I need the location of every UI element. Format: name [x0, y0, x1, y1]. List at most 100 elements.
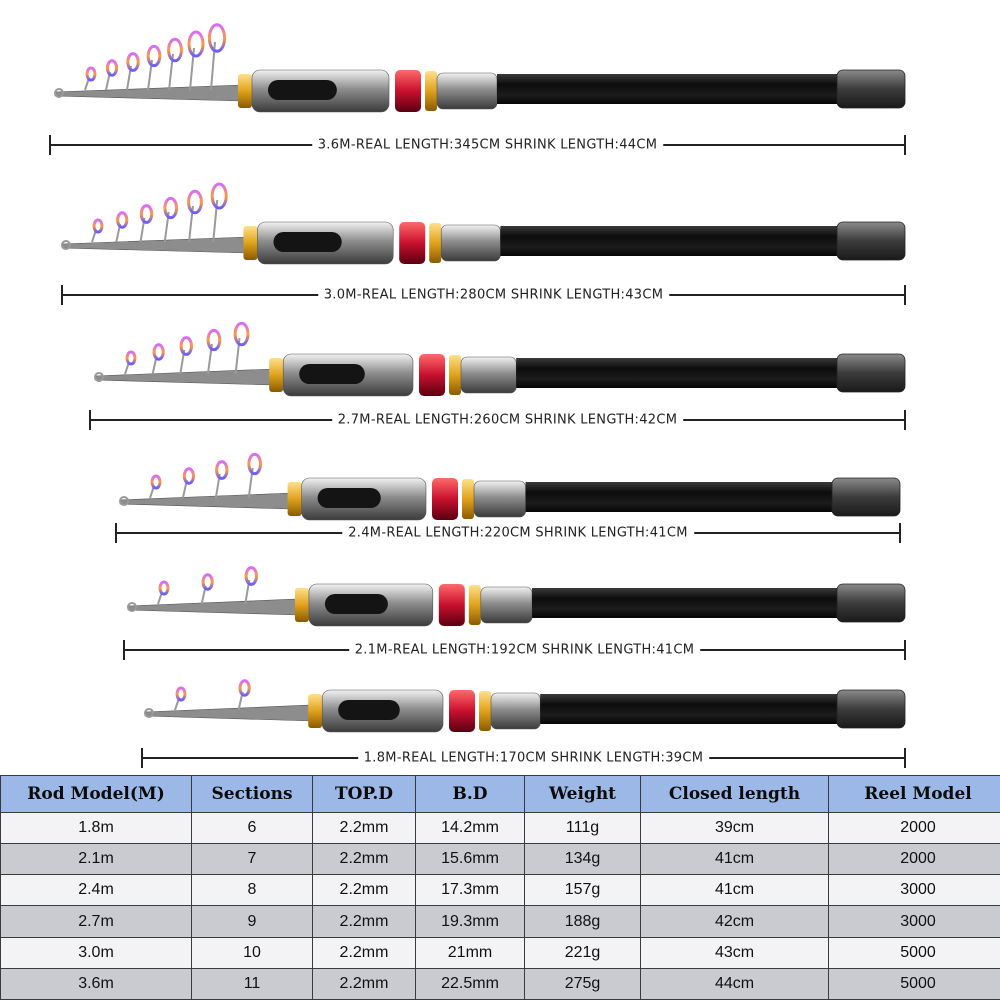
grip-insert — [338, 700, 400, 720]
gold-ring — [294, 588, 309, 622]
reel-seat — [419, 354, 445, 396]
tip-sections — [144, 704, 313, 722]
cell-top-d: 2.2mm — [312, 936, 416, 969]
cell-rod-model: 2.7m — [0, 905, 192, 938]
line-guide-icon — [207, 23, 227, 53]
table-header-row: Rod Model(M) Sections TOP.D B.D Weight C… — [0, 775, 1000, 813]
gold-ring — [468, 585, 481, 625]
butt-cap — [836, 221, 906, 261]
tip-guide-icon — [94, 372, 104, 382]
cell-b-d: 14.2mm — [415, 811, 525, 845]
cell-weight: 134g — [524, 843, 641, 876]
cell-rod-model: 1.8m — [0, 811, 192, 845]
cell-rod-model: 3.6m — [0, 967, 192, 1000]
cell-sections: 6 — [191, 811, 313, 845]
tip-sections — [94, 368, 274, 386]
cell-closed-length: 42cm — [640, 905, 829, 938]
cell-weight: 221g — [524, 936, 641, 969]
line-guide-icon — [210, 182, 228, 210]
cell-top-d: 2.2mm — [312, 811, 416, 845]
butt-cap — [836, 69, 906, 109]
cell-top-d: 2.2mm — [312, 843, 416, 876]
line-guide-icon — [238, 679, 251, 697]
cell-top-d: 2.2mm — [312, 874, 416, 907]
butt-cap — [836, 353, 906, 393]
gold-ring — [429, 223, 442, 263]
header-b-d: B.D — [415, 775, 525, 813]
line-guide-icon — [206, 328, 222, 352]
cell-weight: 111g — [524, 811, 641, 845]
header-reel-model: Reel Model — [828, 775, 1000, 813]
rod-caption-2-4m: 2.4M-REAL LENGTH:220CM SHRINK LENGTH:41C… — [342, 525, 694, 541]
cell-b-d: 17.3mm — [415, 874, 525, 907]
cell-weight: 188g — [524, 905, 641, 938]
butt-cap — [831, 477, 901, 517]
rod-caption-3-0m: 3.0M-REAL LENGTH:280CM SHRINK LENGTH:43C… — [317, 287, 670, 303]
gold-ring — [479, 691, 491, 731]
cell-b-d: 21mm — [415, 936, 525, 969]
line-guide-icon — [187, 30, 205, 58]
cell-closed-length: 41cm — [640, 874, 829, 907]
line-guide-icon — [152, 343, 165, 361]
gold-ring — [308, 694, 323, 728]
tip-guide-icon — [144, 708, 154, 718]
table-row: 1.8m 6 2.2mm 14.2mm 111g 39cm 2000 — [0, 811, 1000, 845]
line-guide-icon — [179, 336, 193, 356]
butt-cap — [836, 583, 906, 623]
line-guide-icon — [201, 573, 214, 591]
tip-sections — [61, 236, 248, 254]
line-guide-icon — [150, 474, 162, 490]
rod-2-1m — [123, 566, 906, 660]
grip-insert — [299, 364, 365, 384]
line-guide-icon — [163, 196, 179, 220]
cell-closed-length: 41cm — [640, 843, 829, 876]
carbon-blank — [540, 694, 837, 724]
line-guide-icon — [187, 189, 203, 215]
tip-guide-icon — [54, 88, 64, 98]
line-guide-icon — [139, 204, 154, 224]
line-guide-icon — [175, 686, 187, 702]
cell-closed-length: 43cm — [640, 936, 829, 969]
grip-insert — [317, 488, 381, 508]
carbon-blank — [525, 482, 832, 512]
cell-reel-model: 5000 — [828, 936, 1000, 969]
table-row: 2.1m 7 2.2mm 15.6mm 134g 41cm 2000 — [0, 843, 1000, 876]
cell-reel-model: 5000 — [828, 967, 1000, 1000]
rod-illustrations: 3.6M-REAL LENGTH:345CM SHRINK LENGTH:44C… — [49, 23, 906, 768]
spec-table: Rod Model(M) Sections TOP.D B.D Weight C… — [0, 775, 1000, 1000]
rod-caption-3-6m: 3.6M-REAL LENGTH:345CM SHRINK LENGTH:44C… — [311, 137, 664, 153]
line-guide-icon — [244, 566, 258, 586]
cell-closed-length: 44cm — [640, 967, 829, 1000]
cell-closed-length: 39cm — [640, 811, 829, 845]
reel-seat — [432, 478, 458, 520]
line-guide-icon — [116, 211, 129, 229]
line-guide-icon — [146, 44, 162, 68]
gold-ring — [243, 226, 258, 260]
carbon-blank — [497, 74, 837, 104]
cell-b-d: 15.6mm — [415, 843, 525, 876]
table-row: 3.6m 11 2.2mm 22.5mm 275g 44cm 5000 — [0, 967, 1000, 1000]
grip-insert — [268, 80, 337, 100]
cell-top-d: 2.2mm — [312, 967, 416, 1000]
cell-sections: 9 — [191, 905, 313, 938]
rod-caption-2-7m: 2.7M-REAL LENGTH:260CM SHRINK LENGTH:42C… — [331, 412, 684, 428]
carbon-blank — [532, 588, 837, 618]
gold-ring — [287, 482, 302, 516]
line-guide-icon — [85, 66, 97, 82]
line-guide-icon — [158, 580, 170, 596]
cell-reel-model: 3000 — [828, 874, 1000, 907]
gold-ring — [269, 358, 284, 392]
rod-caption-1-8m: 1.8M-REAL LENGTH:170CM SHRINK LENGTH:39C… — [357, 750, 710, 766]
rod-3-0m — [61, 182, 906, 305]
line-guide-icon — [215, 460, 229, 480]
rod-2-7m — [89, 321, 906, 430]
cell-weight: 157g — [524, 874, 641, 907]
cell-sections: 8 — [191, 874, 313, 907]
rods-drawing — [49, 23, 906, 768]
tip-sections — [127, 598, 300, 616]
grip-insert — [324, 594, 388, 614]
gold-ring — [449, 355, 461, 395]
rod-2-4m — [115, 452, 901, 543]
cell-rod-model: 2.4m — [0, 874, 192, 907]
line-guide-icon — [126, 52, 140, 72]
